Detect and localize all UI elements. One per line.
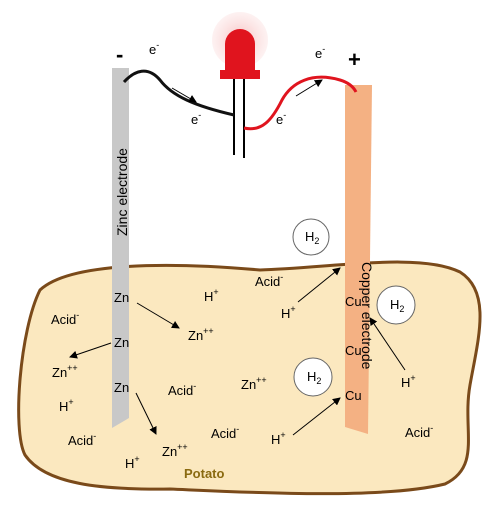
- h2-bubble-top: [292, 218, 330, 256]
- led-bulb: [225, 29, 255, 70]
- positive-sign: +: [348, 47, 361, 72]
- electron-label-4: e-: [315, 44, 325, 61]
- h-ion-6: H+: [125, 454, 140, 471]
- acid-ion-5: Acid-: [211, 424, 239, 441]
- acid-ion-3: Acid-: [168, 381, 196, 398]
- electron-arrow-right: [295, 79, 323, 97]
- h-ion-3: H+: [401, 373, 416, 390]
- h-ion-1: H+: [204, 287, 219, 304]
- positive-wire: [243, 75, 358, 131]
- electron-arrow-left: [171, 87, 197, 103]
- h-ion-4: H+: [59, 397, 74, 414]
- h-ion-2: H+: [281, 304, 296, 321]
- zinc-symbol-3: Zn: [114, 380, 129, 395]
- zinc-electrode-label: Zinc electrode: [114, 148, 130, 236]
- electron-label-1: e-: [149, 40, 159, 57]
- electron-label-3: e-: [276, 110, 286, 127]
- ion-arrow-zn-left: [69, 342, 112, 359]
- copper-symbol-3: Cu: [345, 388, 362, 403]
- zn-ion-2: Zn++: [52, 363, 78, 380]
- h2-bubble-right: [376, 285, 416, 325]
- negative-sign: -: [116, 42, 123, 67]
- zinc-symbol-1: Zn: [114, 290, 129, 305]
- copper-symbol-2: Cu: [345, 343, 362, 358]
- copper-electrode-label: Copper electrode: [359, 262, 375, 370]
- potato-label: Potato: [184, 466, 225, 481]
- h2-label-bottom: H2: [307, 369, 321, 386]
- h2-label-right: H2: [390, 297, 404, 314]
- ion-arrow-h-right: [369, 317, 406, 371]
- ion-arrow-h-top: [297, 267, 341, 303]
- acid-ion-2: Acid-: [51, 310, 79, 327]
- ion-arrow-zn-down: [135, 392, 157, 435]
- ion-arrow-zn-out: [136, 302, 180, 329]
- zinc-electrode: [112, 68, 129, 428]
- acid-ion-6: Acid-: [405, 423, 433, 440]
- electron-label-2: e-: [191, 110, 201, 127]
- ion-arrow-h-bottom: [292, 397, 341, 436]
- h-ion-5: H+: [271, 430, 286, 447]
- led-base: [220, 70, 260, 79]
- h2-bubble-bottom: [293, 357, 333, 397]
- zn-ion-4: Zn++: [162, 442, 188, 459]
- zn-ion-1: Zn++: [188, 326, 214, 343]
- h2-label-top: H2: [305, 229, 319, 246]
- negative-wire: [122, 69, 235, 117]
- zinc-symbol-2: Zn: [114, 335, 129, 350]
- copper-electrode: [345, 85, 372, 434]
- copper-symbol-1: Cu: [345, 294, 362, 309]
- acid-ion-1: Acid-: [255, 272, 283, 289]
- acid-ion-4: Acid-: [68, 431, 96, 448]
- zn-ion-3: Zn++: [241, 375, 267, 392]
